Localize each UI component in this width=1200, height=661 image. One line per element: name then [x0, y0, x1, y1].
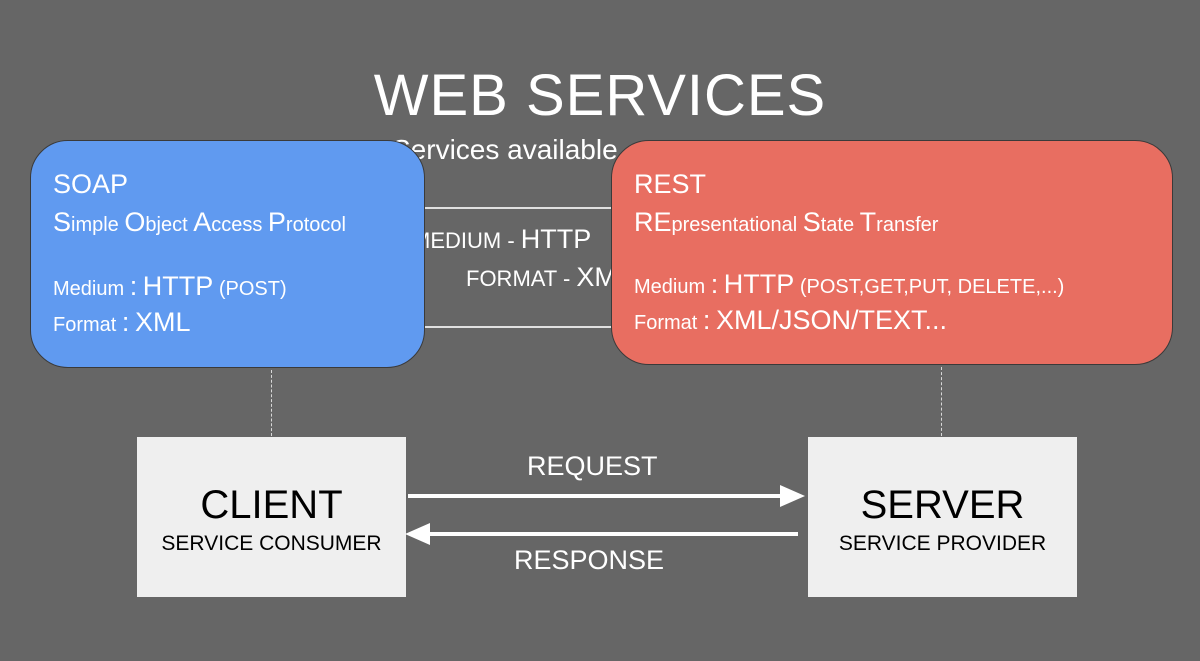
soap-full-name-part: O — [124, 207, 146, 237]
middle-medium-label: MEDIUM — [412, 228, 502, 253]
rest-card: REST REpresentational State Transfer Med… — [611, 140, 1173, 365]
server-title: SERVER — [860, 483, 1025, 527]
rest-full-name: REpresentational State Transfer — [634, 207, 938, 238]
soap-name: SOAP — [53, 169, 129, 199]
middle-medium-value: HTTP — [520, 224, 592, 254]
soap-medium-row: Medium : HTTP (POST) — [53, 271, 287, 301]
middle-bottom-line — [425, 326, 615, 328]
response-label: RESPONSE — [514, 545, 665, 575]
request-label: REQUEST — [527, 451, 658, 481]
rest-medium-methods: (POST,GET,PUT, DELETE,...) — [799, 276, 1065, 298]
soap-medium-value: HTTP — [142, 271, 214, 301]
client-title: CLIENT — [200, 483, 343, 527]
soap-full-name-part: rotocol — [285, 214, 346, 236]
rest-full-name-part: presentational — [671, 214, 803, 236]
soap-full-name-part: P — [267, 207, 286, 237]
soap-full-name-part: bject — [145, 214, 194, 236]
rest-format-label: Format — [634, 312, 698, 334]
soap-format-value: XML — [134, 307, 191, 337]
server-box: SERVER SERVICE PROVIDER — [808, 437, 1077, 597]
soap-full-name: Simple Object Access Protocol — [53, 207, 346, 238]
rest-medium-row: Medium : HTTP (POST,GET,PUT, DELETE,...) — [634, 269, 1065, 299]
soap-card: SOAP Simple Object Access Protocol Mediu… — [30, 140, 425, 368]
soap-full-name-part: S — [53, 207, 72, 237]
soap-client-connector — [271, 370, 272, 436]
client-subtitle: SERVICE CONSUMER — [161, 532, 382, 555]
diagram-subtitle: Services available — [392, 134, 618, 165]
soap-medium-methods: (POST) — [218, 278, 287, 300]
rest-full-name-part: RE — [634, 207, 672, 237]
rest-server-connector — [941, 367, 942, 436]
soap-format-label: Format — [53, 314, 117, 336]
server-subtitle: SERVICE PROVIDER — [838, 532, 1047, 555]
middle-format-label: FORMAT — [466, 266, 557, 291]
rest-medium-label: Medium — [634, 276, 706, 298]
rest-format-row: Format : XML/JSON/TEXT... — [634, 305, 948, 335]
client-box: CLIENT SERVICE CONSUMER — [137, 437, 406, 597]
soap-full-name-part: ccess — [211, 214, 268, 236]
rest-full-name-part: ransfer — [876, 214, 939, 236]
rest-full-name-part: tate — [820, 214, 860, 236]
rest-name: REST — [634, 169, 707, 199]
soap-format-row: Format : XML — [53, 307, 191, 337]
rest-full-name-part: S — [802, 207, 821, 237]
rest-format-value: XML/JSON/TEXT... — [715, 305, 948, 335]
soap-full-name-part: imple — [71, 214, 125, 236]
rest-full-name-part: T — [859, 207, 877, 237]
response-arrow — [405, 523, 798, 545]
middle-medium-text: MEDIUM - HTTP — [412, 224, 592, 254]
middle-top-line — [425, 207, 615, 209]
middle-format-text: FORMAT - XML — [466, 262, 632, 292]
soap-full-name-part: A — [193, 207, 212, 237]
soap-medium-label: Medium — [53, 278, 125, 300]
request-arrow — [408, 485, 805, 507]
diagram-title: WEB SERVICES — [373, 63, 827, 128]
rest-medium-value: HTTP — [723, 269, 795, 299]
